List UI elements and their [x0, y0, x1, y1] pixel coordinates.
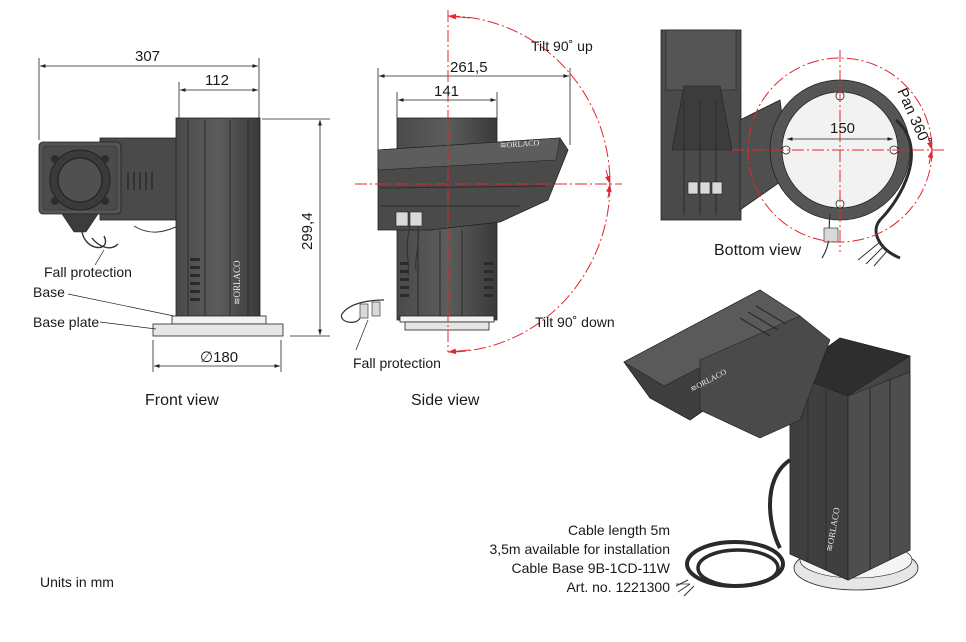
cable-note-line-2: 3,5m available for installation: [489, 541, 670, 557]
label-fall-protection-front: Fall protection: [44, 264, 132, 280]
dimension-height: [262, 118, 330, 337]
dim-base-diameter: ∅180: [200, 349, 239, 366]
label-fall-protection-side: Fall protection: [353, 355, 441, 371]
label-tilt-down: Tilt 90˚ down: [535, 314, 615, 330]
caption-bottom-view: Bottom view: [714, 242, 802, 259]
cable-note-line-4: Art. no. 1221300: [566, 579, 670, 595]
label-base: Base: [33, 284, 65, 300]
label-tilt-up: Tilt 90˚ up: [531, 38, 593, 54]
dimension-112: [178, 82, 258, 120]
dimension-141: [396, 92, 498, 118]
dimension-307: [38, 58, 260, 140]
front-view: ≋ORLACO: [38, 58, 330, 372]
dim-side-width: 261,5: [450, 59, 488, 76]
dim-front-head: 112: [205, 72, 229, 89]
cable-note-line-3: Cable Base 9B-1CD-11W: [511, 560, 670, 576]
bottom-view: [660, 29, 946, 267]
caption-side-view: Side view: [411, 392, 480, 409]
dim-side-head: 141: [434, 83, 460, 100]
dimension-diameter: [152, 340, 282, 372]
dim-front-height: 299,4: [299, 212, 316, 250]
caption-front-view: Front view: [145, 392, 219, 409]
cable-note-line-1: Cable length 5m: [568, 522, 670, 538]
side-brand-logo: ≋ORLACO: [500, 138, 540, 150]
isometric-view: ≋ORLACO ≋ORLACO: [623, 289, 919, 597]
dim-front-width: 307: [135, 48, 161, 65]
dim-bolt-circle: 150: [830, 120, 856, 137]
label-base-plate: Base plate: [33, 314, 100, 330]
dimension-261-5: [377, 68, 571, 150]
side-view: ≋ORLACO: [340, 10, 622, 355]
front-brand-logo: ≋ORLACO: [232, 260, 242, 305]
units-note: Units in mm: [40, 574, 114, 590]
